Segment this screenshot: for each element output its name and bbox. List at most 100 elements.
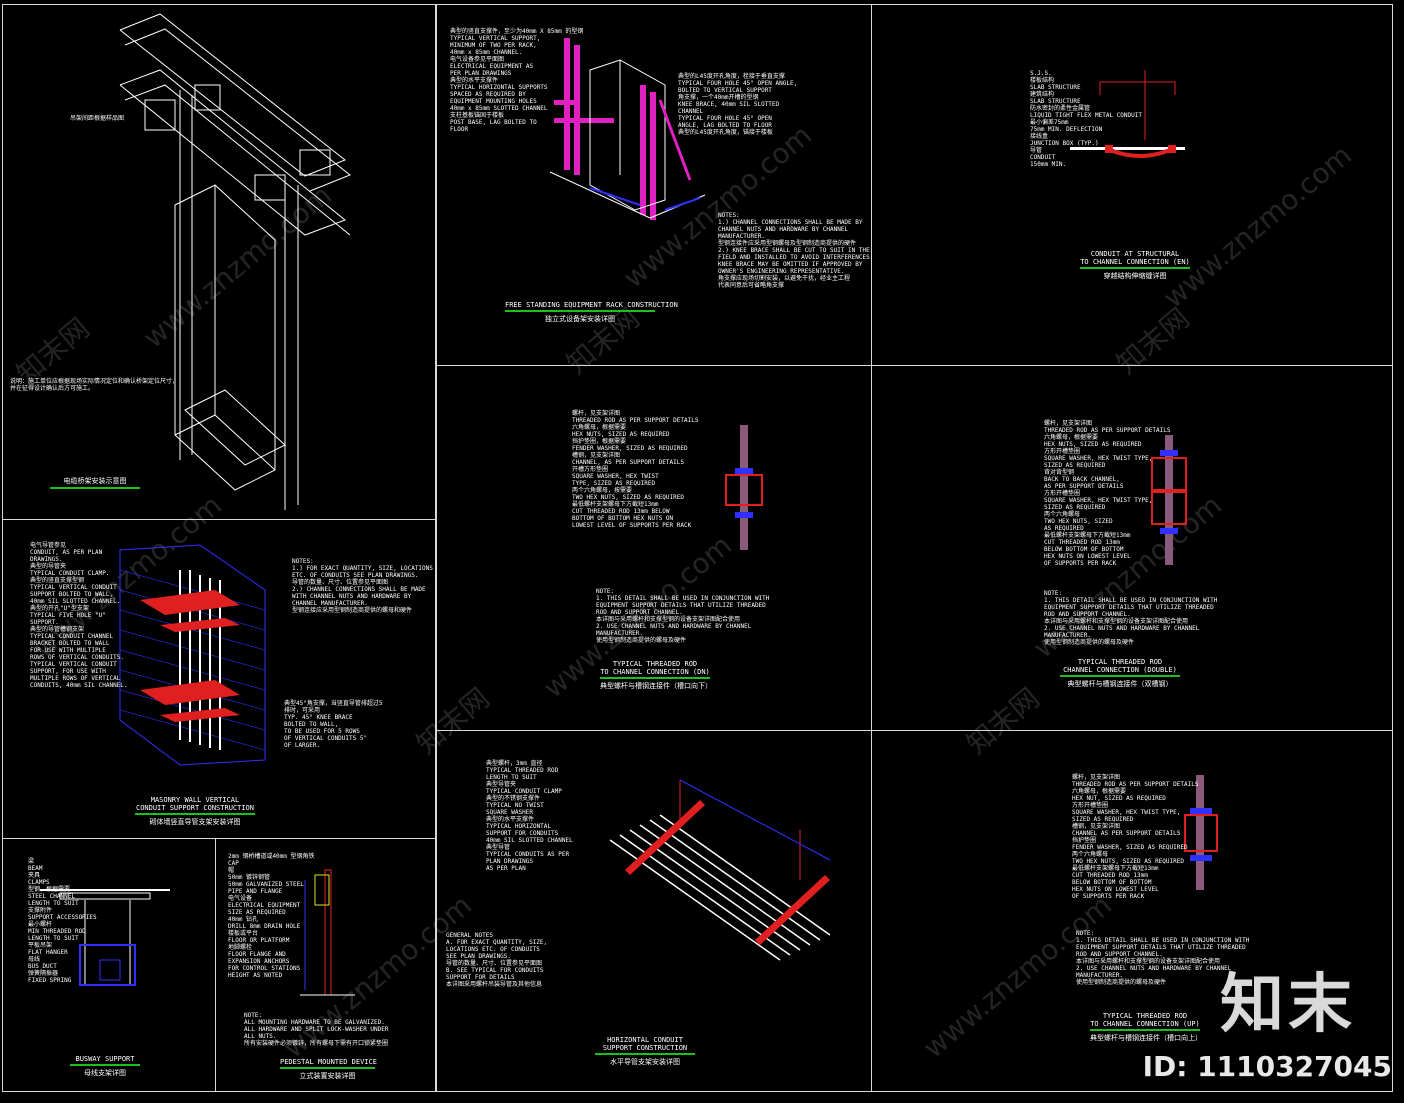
label-line: 螺杆，见支架详图	[1044, 420, 1093, 427]
label-line: 楼板结构	[1030, 77, 1055, 84]
structural-joint-title: CONDUIT AT STRUCTURAL TO CHANNEL CONNECT…	[1080, 250, 1190, 281]
label-line: A. FOR EXACT QUANTITY, SIZE,	[446, 939, 548, 946]
cable-tray-top-label: 吊架间距根据样品图	[70, 115, 125, 122]
masonry-wall-notes: NOTES:1.) FOR EXACT QUANTITY, SIZE, LOCA…	[292, 558, 433, 614]
label-line: 型钢，根据需要	[28, 886, 71, 893]
label-line: 典型的导管槽钢支架	[30, 626, 85, 633]
label-line: 最小偏差75mm	[1030, 119, 1069, 126]
label-line: TO BE USED FOR 5 ROWS	[284, 728, 360, 735]
label-line: CONDUITS, 40mm SIL CHANNEL.	[30, 682, 128, 689]
label-line: 方形开槽垫圈	[1044, 490, 1081, 497]
label-line: 40mm SIL SLOTTED CHANNEL	[486, 837, 573, 844]
panel-threaded-rod-up	[871, 730, 1393, 1092]
label-line: 建筑结构	[1030, 91, 1055, 98]
label-line: 帽	[228, 867, 235, 874]
label-line: SIZE AS REQUIRED	[228, 909, 286, 916]
label-line: 弹簧隔振器	[28, 970, 59, 977]
label-line: 两个六角螺母，按需要	[572, 487, 633, 494]
label-line: ETC. OF CONDUITS SEE PLAN DRAWINGS.	[292, 572, 419, 579]
label-line: NOTE:	[244, 1012, 263, 1019]
label-line: CUT THREADED ROD 13mm	[1044, 539, 1120, 546]
label-line: 150mm MIN.	[1030, 161, 1067, 168]
label-line: 2.) KNEE BRACE SHALL BE CUT TO SUIT IN T…	[718, 247, 870, 254]
label-line: 本详图与采用螺杆和支撑型钢的设备支架详图配合使用	[596, 616, 741, 623]
label-line: S.J.S.	[1030, 70, 1052, 77]
label-line: FIELD AND INSTALLED TO AVOID INTERFERENC…	[718, 254, 874, 261]
threaded-rod-dn-notes: NOTE:1. THIS DETAIL SHALL BE USED IN CON…	[596, 588, 769, 644]
label-line: GENERAL NOTES	[446, 932, 493, 939]
label-line: LOWEST LEVEL OF SUPPORTS PER RACK	[572, 522, 692, 529]
busway-title-cn: 母线支架详图	[84, 1069, 126, 1077]
label-line: HEX NUTS ON LOWEST LEVEL	[1072, 886, 1159, 893]
label-line: BRACKET BOLTED TO WALL	[30, 640, 110, 647]
label-line: 典型的竖直支撑件，至少为40mm X 85mm 的型钢	[450, 28, 584, 35]
label-line: CHANNEL MANUFACTURER.	[292, 600, 368, 607]
label-line: 2.) CHANNEL CONNECTIONS SHALL BE MADE	[292, 586, 426, 593]
label-line: ROD AND SUPPORT CHANNEL.	[1076, 951, 1163, 958]
label-line: AS PER SUPPORT DETAILS	[1044, 483, 1124, 490]
label-line: ANGLE, LAG BOLTED TO FLOOR	[678, 122, 772, 129]
label-line: PER PLAN DRAWINGS	[450, 70, 512, 77]
label-line: SQUARE WASHER	[486, 809, 533, 816]
label-line: 最低螺杆支架螺母下方截短13mm	[572, 501, 659, 508]
label-line: 型钢连接件应采用型钢螺母及型钢制造商提供的硬件	[718, 240, 857, 247]
label-line: EQUIPMENT MOUNTING HOLES	[450, 98, 537, 105]
label-line: 支柱基板锚固于楼板	[450, 112, 505, 119]
label-line: SQUARE WASHER, HEX TWIST TYPE,	[1044, 455, 1153, 462]
threaded-rod-dn-drawing	[725, 425, 763, 550]
label-line: 2mm 钢桥槽道或40mm 型钢角铁	[228, 853, 315, 860]
label-line: MULTIPLE ROWS OF VERTICAL	[30, 675, 121, 682]
label-line: MANUFACTURER.	[718, 233, 765, 240]
masonry-wall-drawing	[119, 544, 266, 766]
label-line: 接线盒	[1030, 133, 1049, 140]
structural-joint-drawing	[1070, 70, 1185, 158]
threaded-rod-double-title: TYPICAL THREADED ROD CHANNEL CONNECTION …	[1060, 658, 1180, 689]
label-line: FLOOR FLANGE AND	[228, 951, 286, 958]
label-line: SLAB STRUCTURE	[1030, 84, 1081, 91]
pedestal-notes: NOTE:ALL MOUNTING HARDWARE TO BE GALVANI…	[244, 1012, 389, 1047]
label-line: 1. THIS DETAIL SHALL BE USED IN CONJUNCT…	[1076, 937, 1250, 944]
label-line: 方形开槽垫圈	[1072, 802, 1109, 809]
label-line: 本详图采用螺杆吊装导管及其他信息	[446, 981, 543, 988]
structural-joint-title-en2: TO CHANNEL CONNECTION (EN)	[1080, 258, 1190, 266]
label-line: 最小螺杆	[28, 921, 53, 928]
label-line: 典型的开孔"U"型支架	[30, 605, 89, 612]
structural-joint-title-en: CONDUIT AT STRUCTURAL	[1090, 250, 1180, 258]
label-line: 开槽方形垫圈	[572, 466, 609, 473]
label-line: MANUFACTURER.	[1076, 972, 1123, 979]
threaded-rod-dn-title: TYPICAL THREADED ROD TO CHANNEL CONNECTI…	[600, 660, 712, 691]
brand-logo: 知末	[1220, 968, 1356, 1042]
label-line: B. SEE TYPICAL FOR CONDUITS	[446, 967, 544, 974]
label-line: THREADED ROD AS PER SUPPORT DETAILS	[1072, 781, 1199, 788]
label-line: OF VERTICAL CONDUITS 5"	[284, 735, 368, 742]
label-line: MIN THREADED ROD	[28, 928, 86, 935]
busway-title-en: BUSWAY SUPPORT	[75, 1055, 135, 1063]
busway-title: BUSWAY SUPPORT 母线支架详图	[70, 1055, 140, 1078]
label-line: 角支撑，一个40mm开槽的型钢	[678, 94, 759, 101]
label-line: LENGTH TO SUIT	[486, 774, 537, 781]
label-line: 两个六角螺母	[1044, 511, 1081, 518]
equipment-rack-notes: NOTES:1.) CHANNEL CONNECTIONS SHALL BE M…	[718, 212, 873, 289]
label-line: THREADED ROD AS PER SUPPORT DETAILS	[572, 417, 699, 424]
structural-joint-title-cn: 穿越结构伸缩缝详图	[1103, 272, 1167, 280]
label-line: SUPPORT.	[30, 619, 59, 626]
label-line: NOTE:	[1044, 590, 1063, 597]
label-line: FENDER WASHER, SIZED AS REQUIRED	[572, 445, 688, 452]
label-line: FLOOR	[450, 126, 469, 133]
label-line: HEX NUTS, SIZED AS REQUIRED	[1044, 441, 1142, 448]
label-line: TWO HEX NUTS, SIZED	[1044, 518, 1113, 525]
label-line: 典型的水平支撑件	[450, 77, 499, 84]
pedestal-title-en: PEDESTAL MOUNTED DEVICE	[280, 1058, 377, 1066]
label-line: 典型的L45度开孔角度，锚接于楼板	[678, 129, 773, 136]
equipment-rack-title-en: FREE STANDING EQUIPMENT RACK CONSTRUCTIO…	[505, 301, 678, 309]
label-line: 2. USE CHANNEL NUTS AND HARDWARE BY CHAN…	[1076, 965, 1232, 972]
label-line: SUPPORT BOLTED TO WALL,	[30, 591, 114, 598]
label-line: 挡护垫圈	[1072, 837, 1097, 844]
label-line: BOLTED TO WALL,	[284, 721, 339, 728]
